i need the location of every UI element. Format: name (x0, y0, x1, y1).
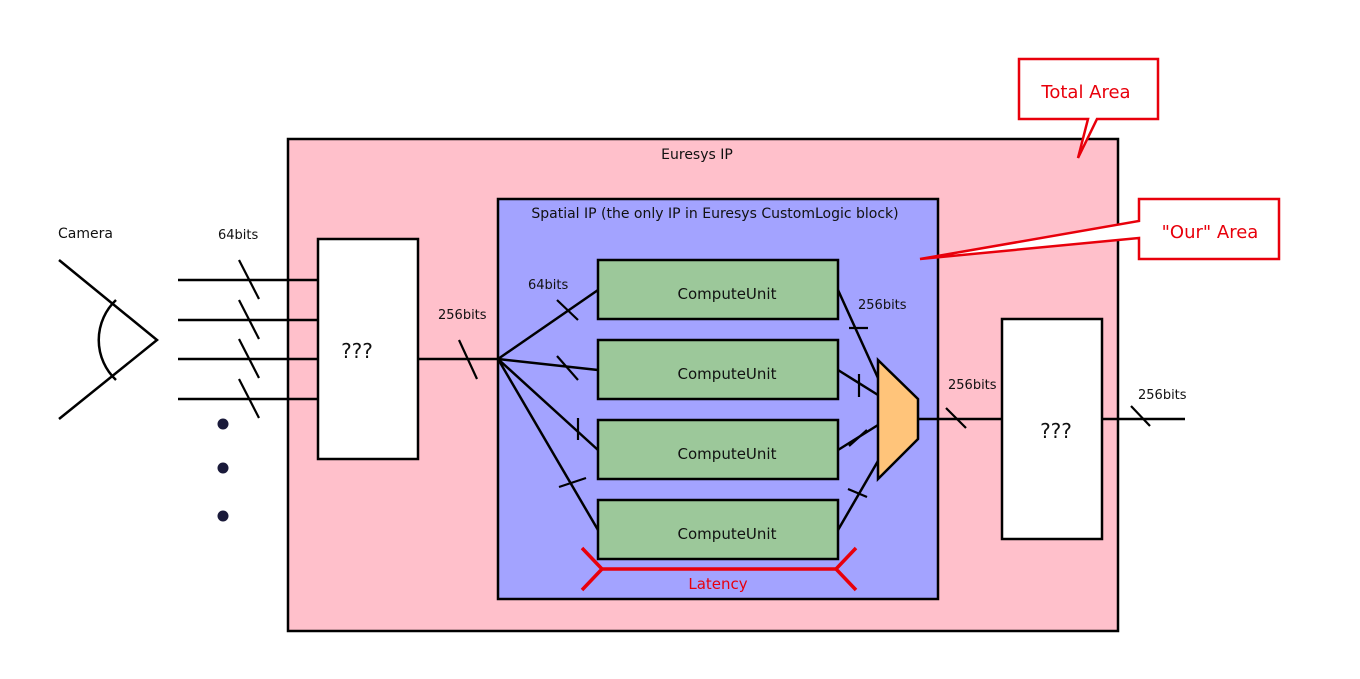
compute-unit-label: ComputeUnit (678, 525, 777, 543)
our-area-callout (919, 197, 1281, 261)
our-area-label: "Our" Area (1162, 222, 1259, 243)
bus-in (418, 339, 498, 380)
compute-unit-label: ComputeUnit (678, 365, 777, 383)
total-area-label: Total Area (1040, 82, 1130, 103)
mux-out-label: 256bits (948, 378, 997, 393)
bus-in-label: 256bits (438, 308, 487, 323)
compute-unit-2: ComputeUnit (596, 338, 840, 401)
multiplexer (876, 357, 920, 483)
output-bus (1102, 405, 1185, 427)
left-unknown-block (316, 237, 420, 461)
compute-unit-label: ComputeUnit (678, 285, 777, 303)
total-area-callout (1017, 57, 1160, 159)
compute-unit-1: ComputeUnit (596, 258, 840, 321)
ellipsis-dots (217, 418, 229, 522)
euresys-ip-label: Euresys IP (661, 147, 733, 163)
compute-unit-label: ComputeUnit (678, 445, 777, 463)
spatial-ip-label: Spatial IP (the only IP in Euresys Custo… (531, 206, 898, 222)
camera-label: Camera (58, 226, 113, 242)
latency-marker (580, 546, 858, 592)
fanout-lines (496, 288, 600, 531)
camera-input-lines (178, 259, 318, 419)
cu-output-lines (836, 289, 880, 531)
compute-unit-3: ComputeUnit (596, 418, 840, 481)
cu-in-label: 64bits (528, 278, 569, 293)
mux-out-bus (918, 407, 1002, 429)
camera-icon (58, 259, 159, 420)
right-unknown-label: ??? (1040, 419, 1072, 443)
right-unknown-block (1000, 317, 1104, 541)
left-unknown-label: ??? (341, 339, 373, 363)
input-bits-label: 64bits (218, 228, 259, 243)
cu-out-label: 256bits (858, 298, 907, 313)
compute-unit-4: ComputeUnit (596, 498, 840, 561)
latency-label: Latency (688, 575, 747, 593)
output-bits-label: 256bits (1138, 388, 1187, 403)
